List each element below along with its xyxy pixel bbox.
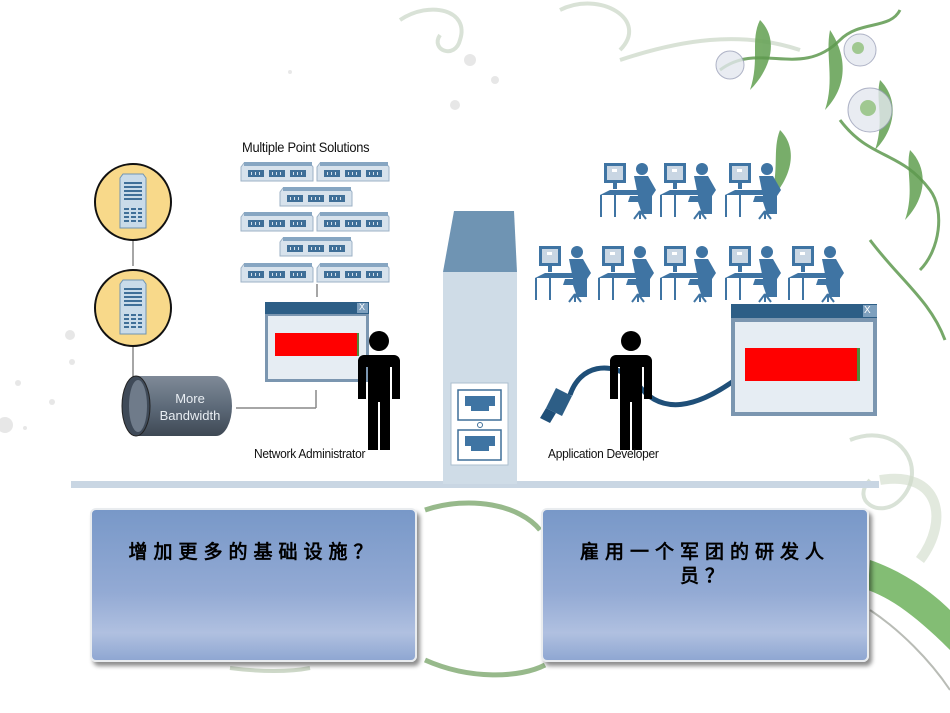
network-switch-stack: [240, 161, 390, 297]
bandwidth-cylinder: [121, 375, 317, 437]
developer-at-desk-icon: [659, 162, 717, 220]
network-administrator-label: Network Administrator: [254, 446, 366, 461]
developer-at-desk-icon: [597, 245, 655, 303]
question-box-developers: 雇用一个军团的研发人 员？: [541, 508, 869, 662]
application-developer-label: Application Developer: [548, 446, 659, 461]
right-window-close-label: X: [864, 305, 871, 316]
switch-icon: [279, 236, 353, 257]
cylinder-label: More Bandwidth: [150, 390, 230, 424]
developer-at-desk-icon: [534, 245, 592, 303]
network-administrator-person-icon: [358, 331, 400, 450]
close-icon: [357, 303, 368, 313]
shelf-line: [71, 481, 879, 488]
switch-icon: [316, 262, 390, 283]
close-icon: [863, 305, 877, 317]
developer-at-desk-icon: [599, 162, 657, 220]
cylinder-label-line2: Bandwidth: [159, 408, 221, 423]
server-chain: [94, 163, 172, 380]
question-developers-line2: 员？: [679, 565, 730, 587]
server-icon: [94, 269, 172, 347]
application-developer-alert-window: [731, 304, 877, 416]
developer-at-desk-icon: [787, 245, 845, 303]
server-icon: [94, 163, 172, 241]
switch-icon: [316, 161, 390, 182]
question-box-infrastructure: 增加更多的基础设施？: [90, 508, 417, 662]
question-developers-text: 雇用一个军团的研发人 员？: [543, 540, 867, 588]
developer-at-desk-icon: [724, 245, 782, 303]
central-server-tower: [443, 211, 517, 484]
switch-icon: [279, 186, 353, 207]
cable-plug-icon: [540, 388, 572, 423]
switch-icon: [316, 211, 390, 232]
application-developer-person-icon: [610, 331, 652, 450]
network-admin-alert-window: [265, 302, 369, 382]
left-window-close-label: X: [359, 302, 366, 312]
question-infrastructure-text: 增加更多的基础设施？: [128, 541, 379, 563]
multiple-point-solutions-label: Multiple Point Solutions: [242, 139, 370, 155]
developer-at-desk-icon: [724, 162, 782, 220]
question-developers-line1: 雇用一个军团的研发人: [579, 541, 830, 563]
switch-icon: [240, 211, 314, 232]
network-port-icon: [457, 429, 502, 461]
developer-at-desk-icon: [659, 245, 717, 303]
switch-icon: [240, 262, 314, 283]
switch-icon: [240, 161, 314, 182]
cylinder-label-line1: More: [175, 391, 205, 406]
network-port-icon: [457, 389, 502, 421]
